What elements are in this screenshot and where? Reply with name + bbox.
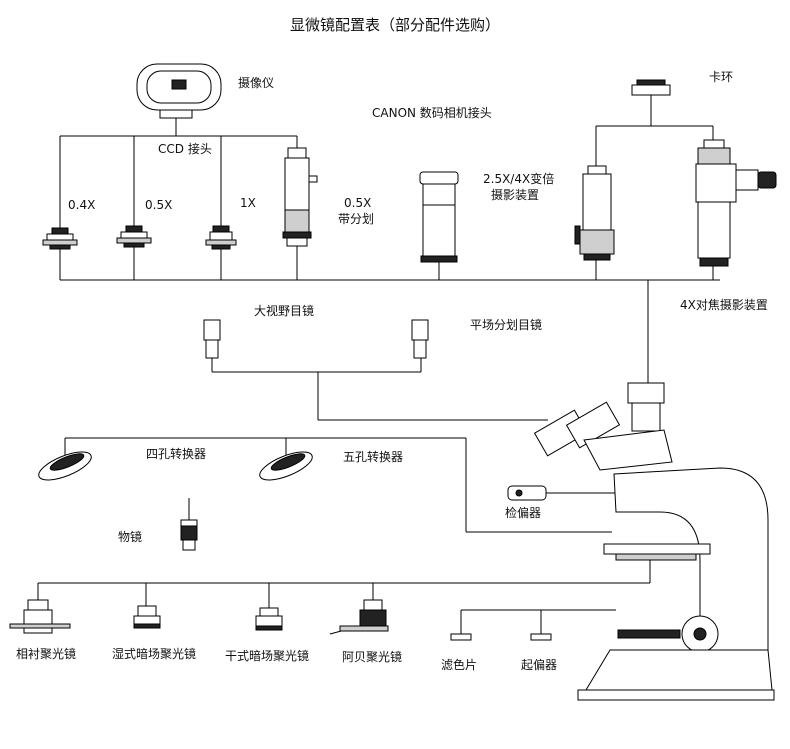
condenser-icon	[9, 599, 71, 634]
microscope-icon	[533, 382, 775, 701]
canon-adapter-icon	[419, 171, 459, 263]
focus-device-label: 4X对焦摄影装置	[680, 298, 768, 312]
ccd-adapter-icon	[282, 147, 318, 247]
page-title: 显微镜配置表（部分配件选购）	[289, 16, 500, 34]
zoom-device-icon	[574, 165, 615, 261]
camera-label: 摄像仪	[238, 76, 275, 90]
split-adapter-mag-label: 0.5X	[344, 196, 372, 210]
ccd-1x-label: 1X	[240, 196, 256, 210]
ccd-adapter-label: CCD 接头	[158, 142, 212, 156]
eyepiece-icon	[411, 319, 429, 359]
ring-icon	[631, 79, 671, 96]
dry-dark-condenser-label: 干式暗场聚光镜	[225, 649, 310, 663]
split-adapter-label: 带分划	[338, 212, 375, 226]
ccd-adapter-icon	[116, 225, 152, 248]
focus-device-icon	[695, 139, 777, 267]
zoom-device-label: 摄影装置	[491, 188, 540, 202]
filter-label: 滤色片	[441, 658, 478, 672]
ccd-04x-label: 0.4X	[68, 198, 96, 212]
condenser-icon	[133, 605, 161, 629]
phase-condenser-label: 相衬聚光镜	[16, 647, 77, 661]
filter-icon	[450, 633, 472, 641]
ccd-adapter-icon	[205, 225, 237, 250]
nosepiece4-label: 四孔转换器	[146, 447, 207, 461]
wide-eyepiece-label: 大视野目镜	[254, 304, 315, 318]
canon-adapter-label: CANON 数码相机接头	[372, 106, 492, 120]
nosepiece-icon	[259, 451, 313, 481]
connector-lines	[37, 95, 720, 634]
condenser-icon	[329, 599, 389, 635]
analyzer-label: 检偏器	[505, 506, 542, 520]
zoom-device-mag-label: 2.5X/4X变倍	[483, 172, 555, 186]
ccd-adapter-icon	[42, 227, 78, 250]
analyzer-icon	[507, 485, 547, 501]
camera-icon	[136, 63, 222, 119]
filter-icon	[530, 633, 552, 641]
eyepiece-icon	[203, 319, 221, 359]
condenser-icon	[255, 607, 283, 631]
objective-icon	[180, 519, 198, 551]
wet-dark-condenser-label: 湿式暗场聚光镜	[112, 647, 197, 661]
objective-label: 物镜	[118, 530, 143, 544]
flat-eyepiece-label: 平场分划目镜	[470, 318, 543, 332]
polarizer-label: 起偏器	[521, 658, 558, 672]
ccd-05x-label: 0.5X	[145, 198, 173, 212]
abbe-condenser-label: 阿贝聚光镜	[342, 650, 403, 664]
nosepiece-icon	[38, 451, 92, 481]
ring-label: 卡环	[709, 70, 734, 84]
nosepiece5-label: 五孔转换器	[343, 450, 404, 464]
